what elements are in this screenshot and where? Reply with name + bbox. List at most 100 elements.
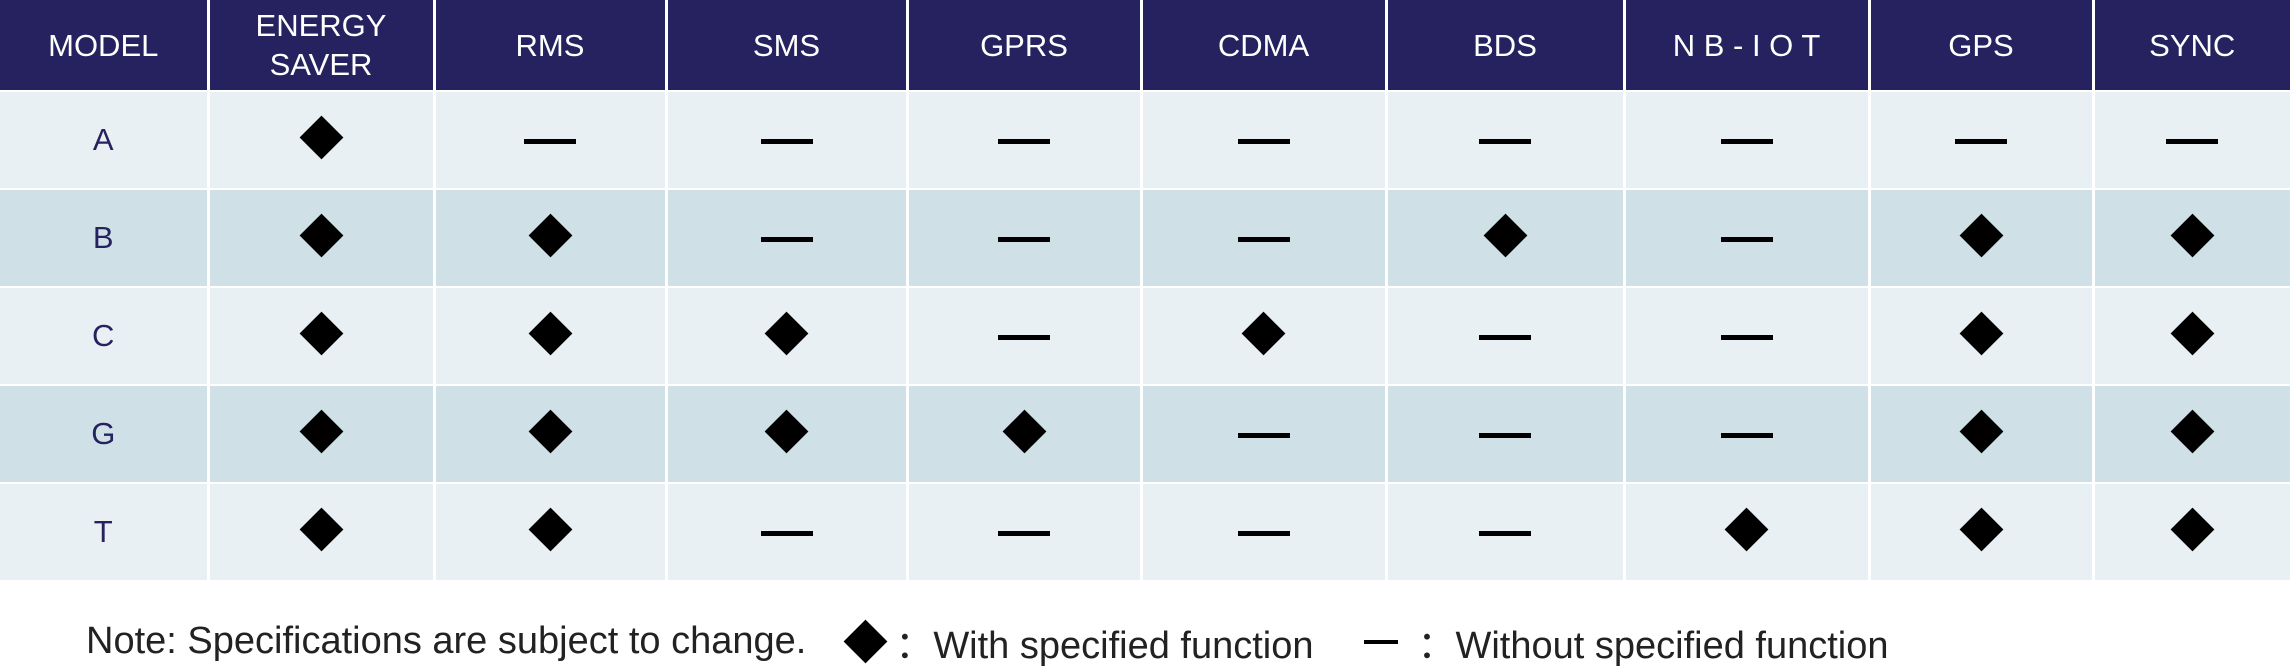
legend-note: Note: Specifications are subject to chan… [86,614,1889,669]
legend-no-text: ：Without specified function [1417,625,1889,667]
feature-cell [1384,286,1626,386]
feature-cell [1139,482,1388,582]
diamond-icon [528,213,572,258]
dash-icon [1955,139,2007,144]
dash-icon [1720,335,1773,340]
legend-yes-text: ：With specified function [895,625,1314,667]
feature-cell [432,286,668,386]
dash-icon [1237,433,1290,438]
dash-icon [524,139,576,144]
header-row: MODEL ENERGY SAVER RMS SMS GPRS CDMA BDS… [0,0,2290,91]
feature-cell [2091,286,2290,386]
diamond-icon [528,507,572,552]
dash-icon [1720,433,1773,438]
dash-icon [998,237,1050,242]
diamond-icon [299,409,343,454]
diamond-icon [1959,311,2003,356]
feature-cell [905,90,1143,190]
feature-cell [1384,384,1626,484]
dash-icon [760,139,813,144]
table-row: T [0,482,2290,582]
diamond-icon [299,311,343,356]
diamond-icon [2170,507,2215,552]
table-row: A [0,90,2290,190]
header-sync: SYNC [2091,0,2290,91]
dash-icon [1479,335,1531,340]
feature-cell [1384,90,1626,190]
feature-cell [1867,384,2095,484]
dash-icon [1237,531,1290,536]
diamond-icon [843,619,888,664]
feature-cell [206,384,436,484]
model-cell: T [0,482,210,582]
header-gps: GPS [1867,0,2095,91]
header-gprs: GPRS [905,0,1143,91]
diamond-icon [2170,409,2215,454]
feature-cell [905,384,1143,484]
diamond-icon [299,507,343,552]
diamond-icon [764,311,809,356]
feature-cell [905,188,1143,288]
feature-cell [1622,482,1871,582]
feature-cell [1622,90,1871,190]
dash-icon [1720,139,1773,144]
feature-cell [664,482,909,582]
feature-cell [206,286,436,386]
feature-cell [432,90,668,190]
feature-cell [1139,286,1388,386]
table-row: G [0,384,2290,484]
dash-icon [1237,237,1290,242]
feature-cell [206,482,436,582]
feature-cell [664,286,909,386]
feature-cell [2091,188,2290,288]
diamond-icon [2170,311,2215,356]
feature-cell [1139,188,1388,288]
table-row: C [0,286,2290,386]
feature-cell [1384,482,1626,582]
feature-cell [1139,384,1388,484]
feature-cell [905,482,1143,582]
dash-icon [998,335,1050,340]
header-model: MODEL [0,0,210,91]
header-nb-iot: N B - I O T [1622,0,1871,91]
feature-cell [1867,482,2095,582]
diamond-icon [764,409,809,454]
feature-cell [432,384,668,484]
header-bds: BDS [1384,0,1626,91]
feature-cell [206,90,436,190]
feature-cell [432,482,668,582]
feature-cell [1622,188,1871,288]
dash-icon [1720,237,1773,242]
dash-icon [2166,139,2219,144]
feature-cell [2091,90,2290,190]
dash-icon [1479,139,1531,144]
feature-cell [664,188,909,288]
diamond-icon [528,311,572,356]
dash-icon [998,139,1050,144]
feature-cell [1622,286,1871,386]
feature-cell [1867,188,2095,288]
header-sms: SMS [664,0,909,91]
feature-cell [1867,286,2095,386]
feature-cell [206,188,436,288]
model-cell: C [0,286,210,386]
spec-table: MODEL ENERGY SAVER RMS SMS GPRS CDMA BDS… [0,0,2290,582]
header-energy-saver: ENERGY SAVER [206,0,436,91]
dash-icon [760,531,813,536]
feature-cell [1867,90,2095,190]
header-rms: RMS [432,0,668,91]
diamond-icon [1959,507,2003,552]
dash-icon [1479,531,1531,536]
feature-cell [1622,384,1871,484]
feature-cell [2091,384,2290,484]
diamond-icon [299,115,343,160]
diamond-icon [1241,311,1286,356]
diamond-icon [1959,409,2003,454]
diamond-icon [1959,213,2003,258]
note-text: Note: Specifications are subject to chan… [86,620,807,662]
diamond-icon [1724,507,1769,552]
feature-cell [2091,482,2290,582]
dash-icon [1479,433,1531,438]
diamond-icon [299,213,343,258]
